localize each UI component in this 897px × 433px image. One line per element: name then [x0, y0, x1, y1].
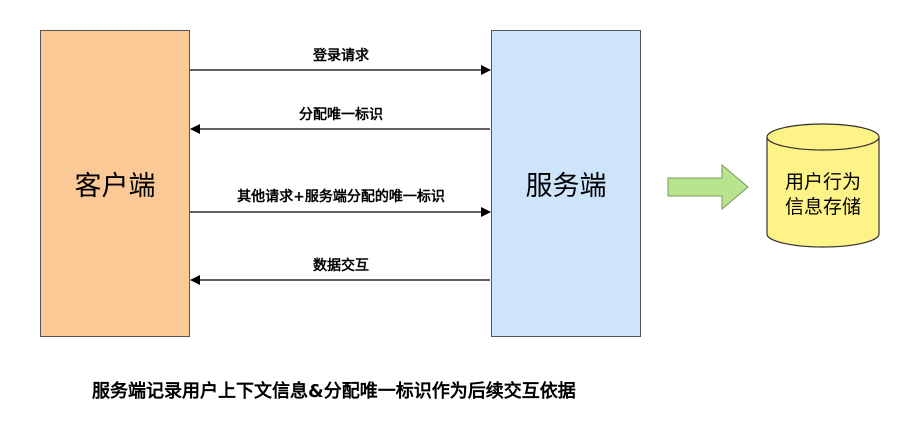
arrow-label-assign-id: 分配唯一标识: [299, 107, 383, 123]
arrow-label-login-request: 登录请求: [313, 48, 369, 64]
block-arrow-to-storage: [667, 163, 749, 211]
storage-label-line1: 用户行为: [784, 171, 861, 193]
client-node: 客户端: [40, 30, 190, 337]
server-node: 服务端: [491, 30, 641, 337]
storage-label-line2: 信息存储: [784, 196, 861, 218]
arrow-label-other-requests: 其他请求+服务端分配的唯一标识: [237, 189, 445, 205]
storage-label: 用户行为 信息存储: [767, 170, 879, 220]
diagram-caption: 服务端记录用户上下文信息&分配唯一标识作为后续交互依据: [92, 381, 576, 402]
storage-cylinder: [766, 123, 880, 248]
arrow-label-data-exchange: 数据交互: [313, 258, 369, 274]
client-label: 客户端: [74, 171, 156, 202]
server-label: 服务端: [525, 171, 607, 202]
